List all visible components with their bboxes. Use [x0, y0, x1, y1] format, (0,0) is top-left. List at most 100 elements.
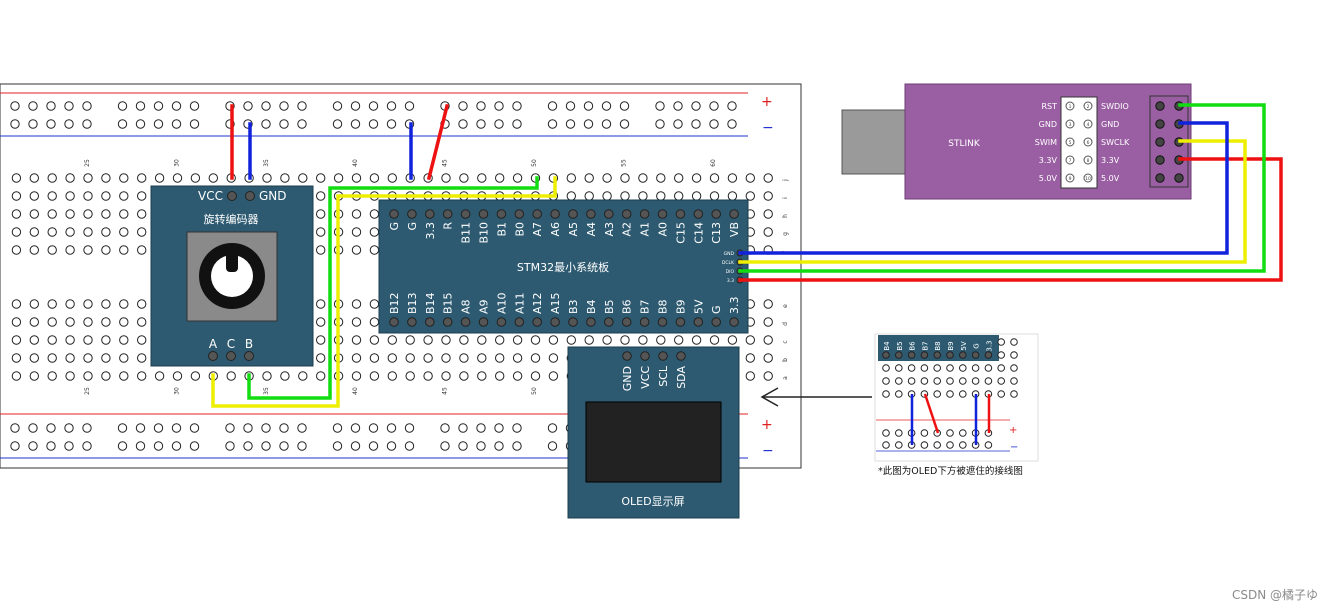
rail-hole — [583, 101, 594, 111]
breadboard-hole — [459, 335, 469, 345]
rail-hole — [279, 423, 289, 433]
inset-hole — [882, 377, 890, 385]
inset-rail-hole — [959, 441, 967, 449]
rail-hole — [64, 101, 74, 111]
breadboard-hole — [745, 191, 755, 201]
breadboard-hole — [495, 173, 505, 183]
column-number-bottom: 35 — [263, 387, 270, 395]
wire-yellow-swd-clk — [738, 139, 1247, 264]
stm32-top-pin — [604, 209, 614, 219]
rail-hole — [153, 101, 164, 111]
oled-pin-label: SDA — [675, 366, 688, 389]
breadboard-hole — [512, 335, 523, 345]
breadboard-hole — [83, 317, 93, 327]
stlink-header-pin — [1155, 119, 1165, 129]
stm32-top-pin — [711, 209, 722, 219]
breadboard-hole — [119, 335, 129, 345]
rail-hole — [727, 119, 737, 129]
column-number-top: 40 — [352, 159, 359, 167]
rail-hole — [386, 423, 397, 433]
breadboard-hole — [638, 335, 648, 345]
breadboard-hole — [65, 371, 75, 381]
oled-pin-label: VCC — [639, 366, 652, 389]
rail-hole — [404, 101, 415, 111]
breadboard-hole — [512, 371, 523, 381]
breadboard-hole — [387, 371, 397, 381]
rail-hole — [368, 119, 379, 129]
stlink-pin — [1083, 137, 1093, 147]
oled-pin — [622, 351, 632, 361]
rail-hole — [494, 119, 504, 129]
inset-hole — [920, 364, 929, 372]
stm32-top-pin — [568, 209, 578, 219]
breadboard-hole — [101, 317, 111, 327]
rail-hole — [279, 119, 289, 129]
breadboard-hole — [441, 173, 451, 183]
rail-hole — [261, 119, 271, 129]
breadboard-hole — [316, 371, 326, 381]
stlink-pin-number: 6 — [1087, 140, 1090, 146]
breadboard-hole — [709, 173, 720, 183]
stm32-top-pin-label: A4 — [585, 222, 598, 237]
rail-hole — [261, 423, 271, 433]
stm32-top-pin — [478, 209, 489, 219]
breadboard-hole — [101, 299, 111, 309]
column-number-top: 30 — [173, 159, 180, 167]
rail-hole — [297, 101, 307, 111]
breadboard-hole — [656, 335, 666, 345]
rail-hole — [458, 101, 468, 111]
rail-hole — [458, 423, 468, 433]
breadboard-hole — [763, 299, 773, 309]
inset-pin — [895, 351, 903, 359]
rail-hole — [350, 101, 361, 111]
encoder-title: 旋转编码器 — [204, 212, 259, 226]
breadboard-hole — [638, 173, 648, 183]
rail-hole — [404, 423, 415, 433]
breadboard-hole — [351, 371, 362, 381]
inset-pin — [984, 351, 993, 359]
stm32-bottom-pin — [442, 317, 453, 327]
breadboard-hole — [477, 173, 487, 183]
stm32-top-pin-label: A3 — [603, 222, 616, 237]
breadboard-hole — [47, 317, 57, 327]
breadboard-hole — [316, 299, 326, 309]
rail-hole — [243, 423, 253, 433]
breadboard-hole — [65, 353, 75, 363]
inset-pin — [907, 351, 916, 359]
stlink-right-label: GND — [1101, 120, 1119, 129]
breadboard-hole — [423, 353, 433, 363]
breadboard-hole — [351, 173, 362, 183]
breadboard-hole — [763, 353, 773, 363]
inset-hole — [946, 390, 954, 398]
stlink-header-pin — [1155, 173, 1165, 183]
stlink-pin-number: 5 — [1069, 140, 1072, 146]
breadboard-hole — [351, 317, 362, 327]
stm32-bottom-pin — [568, 317, 578, 327]
wire-green-swd-dio — [738, 103, 1266, 273]
inset-rail-hole — [882, 441, 890, 449]
stm32-top-pin — [460, 209, 471, 219]
breadboard-hole — [405, 371, 415, 381]
rail-hole — [153, 119, 164, 129]
breadboard-hole — [11, 335, 22, 345]
rail-hole — [117, 423, 128, 433]
breadboard-hole — [119, 245, 129, 255]
stm32-bottom-pin — [532, 317, 543, 327]
rotary-encoder-module: VCC GND 旋转编码器 A C B — [150, 185, 314, 367]
breadboard-hole — [477, 371, 487, 381]
inset-hole — [946, 364, 954, 372]
encoder-pin-gnd-label: GND — [259, 189, 287, 203]
stm32-title: STM32最小系统板 — [517, 260, 609, 274]
breadboard-hole — [119, 353, 129, 363]
breadboard-hole — [11, 353, 22, 363]
stm32-bottom-pin — [478, 317, 489, 327]
inset-minus: − — [1010, 442, 1018, 453]
breadboard-hole — [316, 209, 326, 219]
breadboard-hole — [101, 227, 111, 237]
rail-hole — [82, 119, 92, 129]
encoder-pin-vcc-label: VCC — [198, 189, 223, 203]
rail-hole — [297, 119, 307, 129]
stlink-pin-number: 9 — [1069, 176, 1072, 182]
stlink-pin — [1083, 101, 1093, 111]
